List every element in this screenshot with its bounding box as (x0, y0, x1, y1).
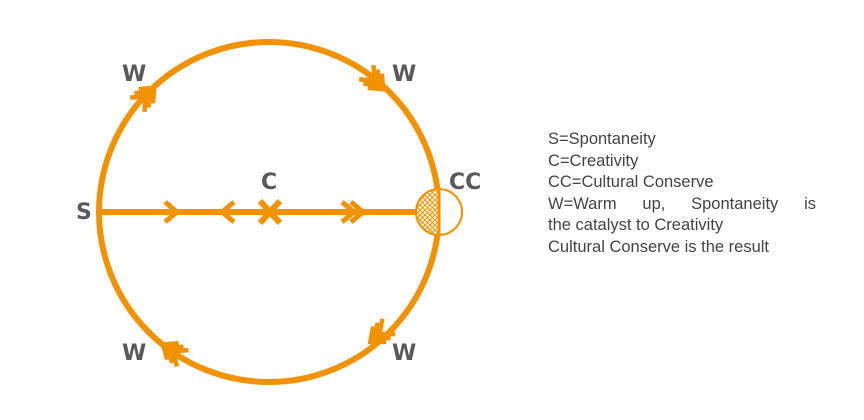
hatched-circle-icon (415, 188, 463, 236)
spontaneity-creativity-diagram: S C CC W W W W (76, 39, 481, 385)
node-label-cc: CC (449, 170, 481, 195)
cross-icon (257, 198, 283, 226)
node-label-w-bottom-right: W (392, 341, 416, 366)
legend-line: C=Creativity (548, 151, 639, 170)
axis-double-chevron-right-icon (340, 200, 367, 224)
legend-line: CC=Cultural Conserve (548, 173, 714, 192)
node-label-s: S (76, 200, 92, 225)
legend-line: S=Spontaneity (548, 130, 656, 148)
arc-chevron-icon-bottom-left (160, 341, 189, 368)
arc-chevron-icon-bottom-right (367, 318, 396, 345)
node-label-c: C (261, 170, 277, 195)
legend-line: W=Warm up, Spontaneity is (548, 194, 816, 213)
node-label-w-bottom-left: W (122, 341, 146, 366)
axis-chevron-left-icon (218, 200, 236, 224)
arc-chevron-icon-top-right (358, 64, 386, 92)
diagram-legend: S=Spontaneity C=Creativity CC=Cultural C… (548, 129, 816, 259)
node-label-w-top-left: W (122, 62, 146, 87)
legend-line: Cultural Conserve is the result (548, 237, 770, 256)
axis-chevron-right-icon (163, 200, 181, 224)
legend-line: the catalyst to Creativity (548, 216, 724, 235)
arc-chevron-icon-top-left (129, 85, 157, 113)
node-label-w-top-right: W (392, 62, 416, 87)
